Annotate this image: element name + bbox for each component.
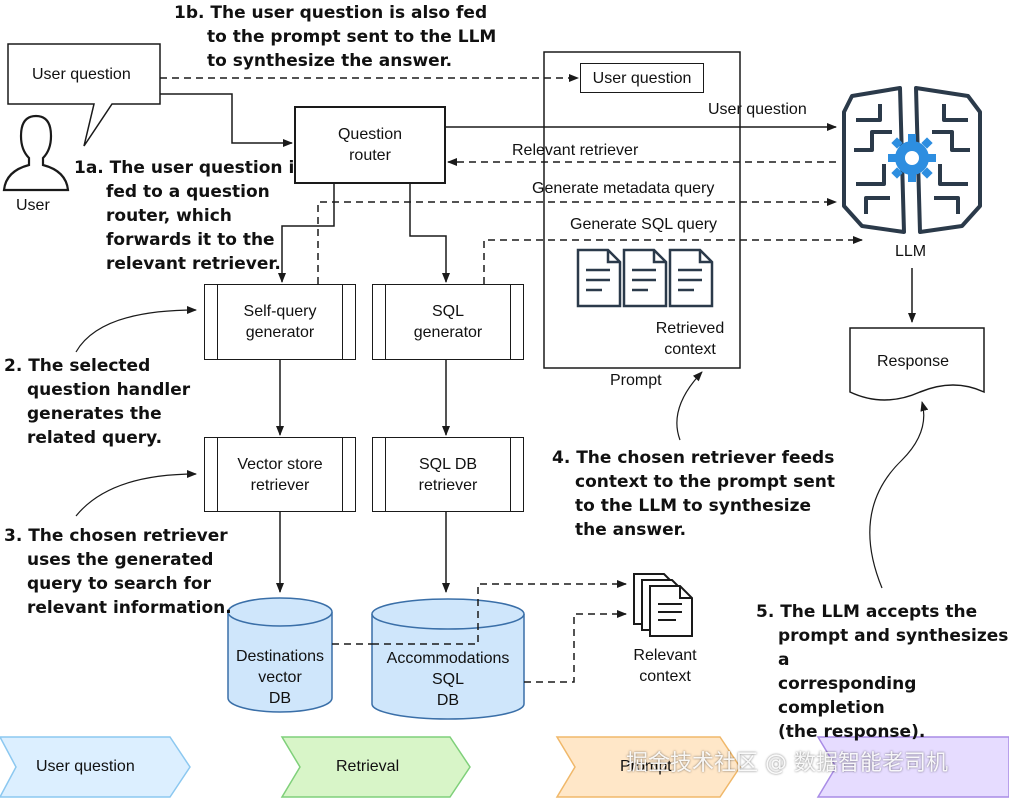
- note-1b-line: to the prompt sent to the LLM: [207, 27, 497, 47]
- sql-generator-label-line: SQL: [431, 303, 464, 320]
- note-4-line: context to the prompt sent: [575, 472, 835, 492]
- arrow-label-user-question: User question: [708, 101, 807, 118]
- note-1a-line: 1a. The user question is: [74, 158, 305, 178]
- self-query-label-line: generator: [245, 324, 315, 341]
- note-1a-line: forwards it to the: [106, 230, 275, 250]
- user-icon: [2, 114, 70, 192]
- accommodations-db-line: Accommodations: [386, 650, 510, 667]
- note-2-line: generates the: [27, 404, 162, 424]
- note-5-line: 5. The LLM accepts the: [756, 602, 978, 622]
- phase-banner: [0, 736, 1009, 798]
- note-1b-line: to synthesize the answer.: [207, 51, 453, 71]
- user-label: User: [16, 197, 50, 214]
- relevant-context-line: context: [639, 668, 691, 685]
- note-4-line: to the LLM to synthesize: [575, 496, 812, 516]
- response-label: Response: [877, 353, 950, 370]
- llm-brain-icon: [842, 86, 982, 234]
- response-shape: [849, 327, 985, 401]
- accommodations-db-line: DB: [436, 692, 460, 709]
- note-2-line: question handler: [27, 380, 191, 400]
- note-4-line: the answer.: [575, 520, 687, 540]
- self-query-label-line: Self-query: [243, 303, 317, 320]
- prompt-label: Prompt: [610, 372, 662, 389]
- note-4: 4. The chosen retriever feeds context to…: [552, 446, 835, 542]
- user-question-bubble-text: User question: [32, 66, 131, 83]
- note-2: 2. The selected question handler generat…: [4, 354, 190, 450]
- retrieved-context-line: Retrieved: [655, 320, 725, 337]
- relevant-context-label: Relevant context: [620, 645, 710, 687]
- note-3-line: relevant information.: [27, 598, 232, 618]
- vector-retriever-label-line: Vector store: [237, 455, 323, 473]
- sql-retriever-label-line: retriever: [418, 476, 478, 494]
- note-1b: 1b. The user question is also fed to the…: [174, 1, 496, 73]
- arrow-label-generate-sql-query: Generate SQL query: [570, 216, 718, 233]
- relevant-context-line: Relevant: [633, 647, 697, 664]
- user-speech-bubble: [7, 43, 161, 147]
- retrieved-context-label: Retrieved context: [640, 318, 740, 360]
- banner-chevron-generation: [816, 736, 1009, 798]
- banner-label-user-question: User question: [36, 758, 135, 775]
- note-3-line: query to search for: [27, 574, 211, 594]
- note-1b-line: 1b. The user question is also fed: [174, 3, 488, 23]
- accommodations-db-line: SQL: [431, 671, 464, 688]
- sql-generator-label-line: generator: [413, 324, 483, 341]
- note-5: 5. The LLM accepts the prompt and synthe…: [756, 600, 1009, 744]
- destinations-db-line: vector: [258, 669, 302, 686]
- relevant-context-documents-icon: [633, 573, 693, 637]
- note-3-line: uses the generated: [27, 550, 214, 570]
- banner-chevron-retrieval: [280, 736, 471, 798]
- note-1a-line: relevant retriever.: [106, 254, 281, 274]
- question-router-box: Question router: [294, 106, 446, 184]
- router-label-line: Question: [337, 126, 403, 143]
- note-4-line: 4. The chosen retriever feeds: [552, 448, 835, 468]
- note-1a-line: router, which: [106, 206, 232, 226]
- note-2-line: related query.: [27, 428, 163, 448]
- banner-label-retrieval: Retrieval: [336, 758, 400, 775]
- banner-chevron-prompt: [555, 736, 741, 798]
- banner-chevron-user-question: [0, 736, 191, 798]
- note-1a-line: fed to a question: [106, 182, 270, 202]
- llm-label: LLM: [895, 243, 927, 260]
- vector-retriever-label-line: retriever: [250, 476, 310, 494]
- vector-store-retriever-box: Vector store retriever: [204, 437, 356, 512]
- banner-label-prompt: Prompt: [620, 758, 672, 775]
- self-query-generator-box: Self-query generator: [204, 284, 356, 360]
- llm-gear-icon: [888, 134, 936, 182]
- prompt-user-question-box: User question: [580, 63, 704, 93]
- note-5-line: prompt and synthesizes a: [778, 626, 1009, 670]
- sql-db-retriever-box: SQL DB retriever: [372, 437, 524, 512]
- sql-retriever-label-line: SQL DB: [418, 455, 478, 473]
- retrieved-context-line: context: [664, 341, 716, 358]
- watermark-text: 掘金技术社区 @ 数据智能老司机: [626, 751, 948, 776]
- retrieved-context-documents-icon: [576, 248, 714, 308]
- note-3-line: 3. The chosen retriever: [4, 526, 228, 546]
- destinations-db-cylinder: [227, 597, 333, 713]
- note-5-line: corresponding completion: [778, 674, 917, 718]
- note-5-line: (the response).: [778, 722, 926, 742]
- arrow-label-relevant-retriever: Relevant retriever: [512, 142, 639, 159]
- destinations-db-label: Destinations vector DB: [218, 646, 342, 709]
- note-3: 3. The chosen retriever uses the generat…: [4, 524, 232, 620]
- prompt-frame: [543, 51, 741, 369]
- sql-generator-box: SQL generator: [372, 284, 524, 360]
- arrow-label-generate-metadata-query: Generate metadata query: [532, 180, 715, 197]
- accommodations-db-cylinder: [371, 598, 525, 720]
- destinations-db-line: DB: [268, 690, 292, 707]
- note-2-line: 2. The selected: [4, 356, 151, 376]
- note-1a: 1a. The user question is fed to a questi…: [74, 156, 304, 276]
- accommodations-db-label: Accommodations SQL DB: [372, 648, 524, 711]
- router-label-line: router: [349, 147, 391, 164]
- destinations-db-line: Destinations: [235, 648, 325, 665]
